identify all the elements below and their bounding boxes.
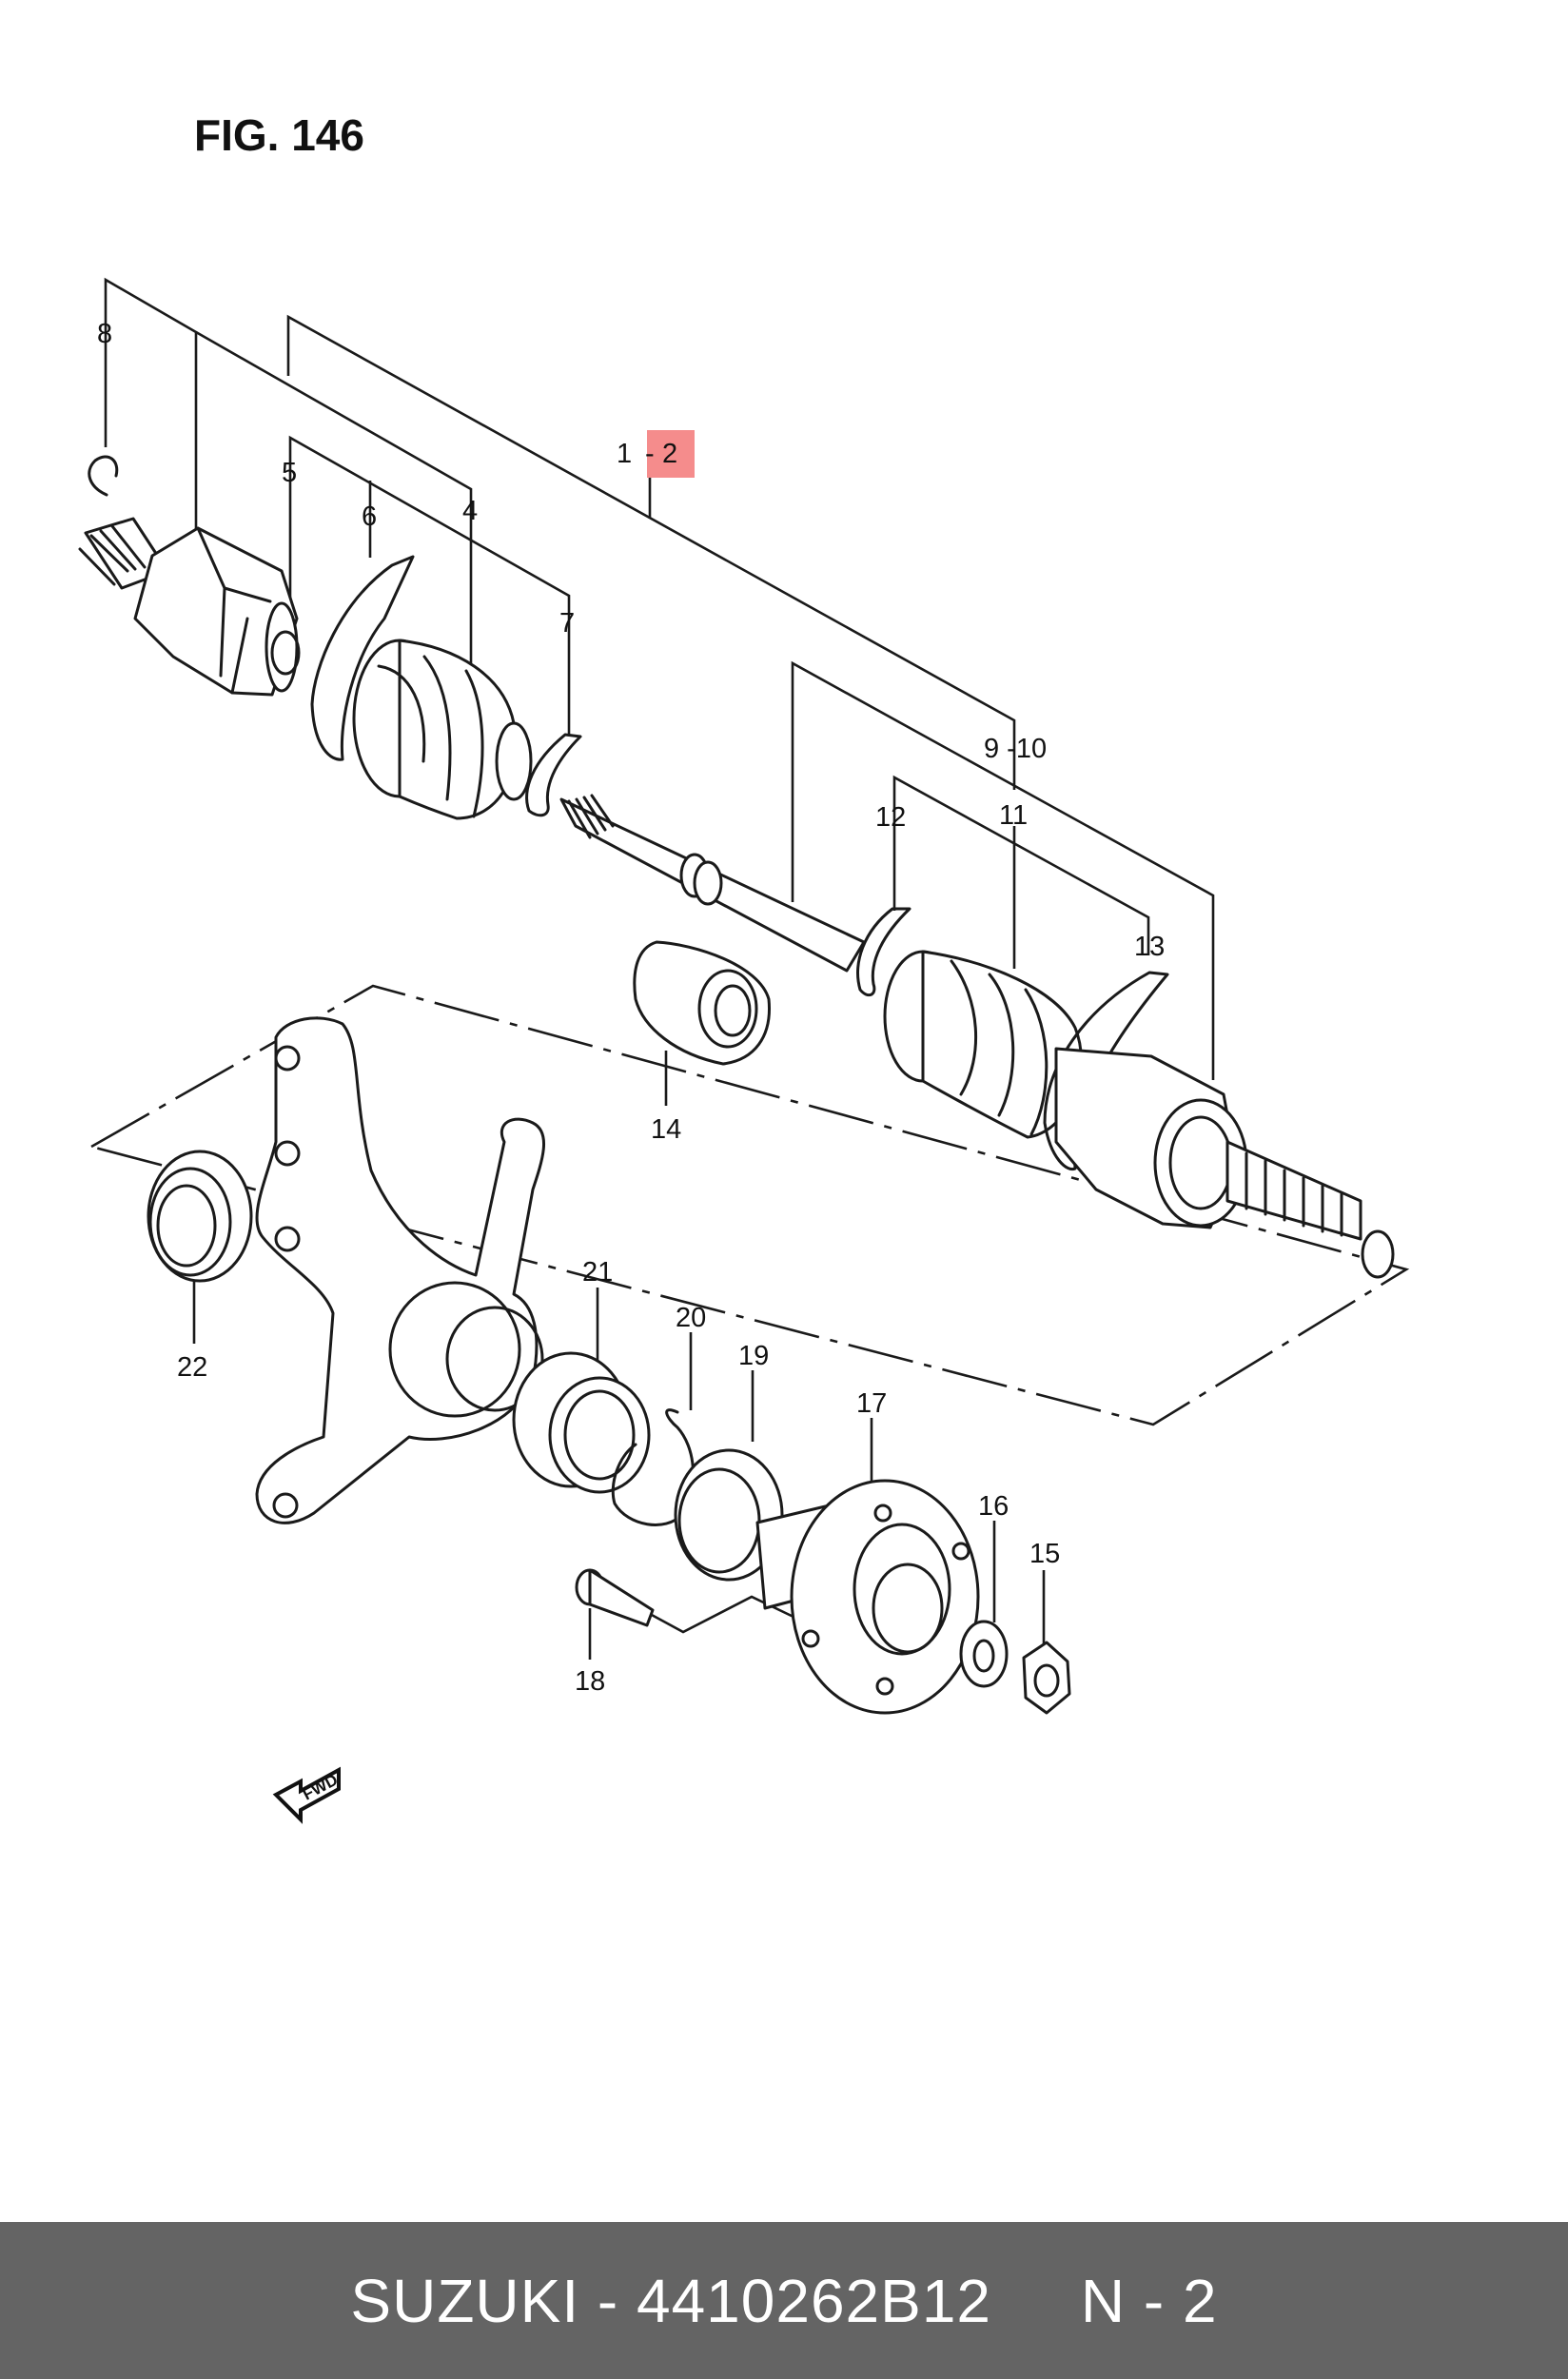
callout-21: 21 [582,1257,613,1288]
oil-seal-part-22 [147,1150,253,1283]
callout-dash: - [645,439,655,469]
part-number-footer: SUZUKI - 4410262B12 N - 2 [0,2222,1568,2379]
inner-cv-joint [1054,1047,1395,1279]
callout-19: 19 [738,1341,769,1371]
callout-17: 17 [856,1388,887,1419]
cv-boot-part-11 [883,950,1083,1139]
callout-15: 15 [1029,1539,1060,1569]
callout-numbers: 1 - 2 4 5 6 7 8 9 -10 11 12 13 14 15 16 … [97,319,1165,1697]
callout-22: 22 [177,1352,207,1383]
bearing-part-21 [512,1351,651,1494]
callout-20: 20 [676,1303,706,1333]
callout-12: 12 [875,802,906,833]
exploded-parts-diagram: FIG. 146 [78,110,1410,1824]
bush-part-14 [633,940,772,1066]
callout-18: 18 [575,1666,605,1697]
boot-band-part-12 [856,907,911,997]
callout-14: 14 [651,1114,681,1145]
callout-8: 8 [97,319,112,349]
callout-1: 1 [617,439,632,469]
seal-part-19 [674,1448,784,1582]
boot-band-part-6 [310,555,415,761]
steering-knuckle [255,1016,546,1524]
callout-2: 2 [662,439,677,469]
figure-title: FIG. 146 [194,110,364,160]
clip-part-5 [270,630,301,676]
circlip-part-8 [88,455,119,497]
wheel-hub-part-17 [755,1479,980,1715]
callout-7: 7 [559,608,575,639]
forward-direction-arrow: FWD [272,1766,341,1824]
drive-shaft [559,794,866,973]
callout-6: 6 [362,501,377,532]
leader-lines [104,277,1215,1660]
footer-text: SUZUKI - 4410262B12 N - 2 [350,2266,1218,2335]
cv-boot-part-4 [352,639,533,820]
callout-4: 4 [462,496,478,526]
outer-cv-joint [78,517,299,697]
boot-band-part-7 [525,733,582,817]
callout-13: 13 [1134,932,1165,962]
callout-5: 5 [282,458,297,488]
callout-11: 11 [999,800,1028,831]
callout-9-10: 9 -10 [984,734,1047,764]
washer-part-16 [959,1620,1009,1688]
callout-16: 16 [978,1491,1009,1522]
wheel-stud-part-18 [575,1568,655,1627]
nut-part-15 [1022,1641,1071,1715]
callout-highlight [647,430,695,478]
